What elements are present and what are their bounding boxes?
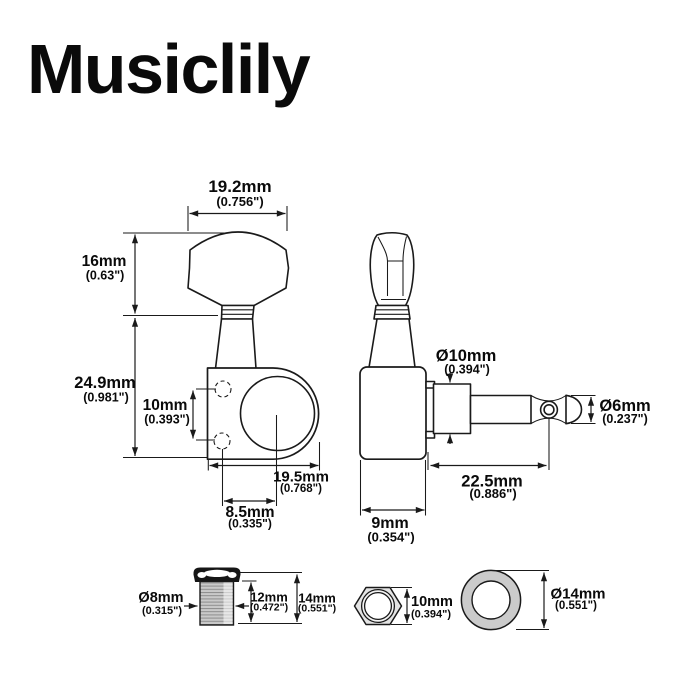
dim-body-width-mm: 19.5mm	[273, 469, 329, 486]
ferrule-head-shine-right	[227, 572, 237, 578]
dim-hole-offset-mm: 8.5mm	[225, 504, 274, 521]
post-end-cap	[565, 394, 583, 425]
ferrule-view: Ø8mm (0.315") 12mm (0.472") 14mm (0.551"…	[138, 567, 336, 626]
dim-ferrule-thread-mm: 12mm	[250, 590, 288, 605]
dim-bushing-dia-mm: Ø10mm	[436, 347, 497, 365]
extension-lines-front	[123, 206, 321, 506]
ferrule-barrel-highlight	[223, 582, 233, 624]
button-collar-front	[220, 304, 255, 320]
button-facet-lines	[377, 236, 408, 301]
dim-body-depth-mm: 9mm	[371, 515, 408, 532]
dim-ferrule-height-mm: 14mm	[298, 591, 336, 606]
hex-nut-hole	[363, 591, 393, 621]
brand-logo: Musiclily	[27, 30, 311, 108]
dim-overall-height-mm: 24.9mm	[74, 374, 135, 392]
washer-hole	[471, 580, 511, 620]
ferrule-head-shine-left	[197, 572, 207, 578]
dim-button-width-in: (0.756")	[216, 194, 263, 209]
washer-view: Ø14mm (0.551")	[460, 569, 606, 631]
screw-hole-bottom	[213, 432, 231, 450]
dim-washer-dia-in: (0.551")	[555, 600, 597, 612]
dim-screw-hole-spacing-mm: 10mm	[143, 397, 188, 414]
dim-post-length-mm: 22.5mm	[461, 473, 522, 491]
dim-button-height-mm: 16mm	[82, 253, 127, 270]
dim-bushing-dia-in: (0.394")	[444, 363, 490, 377]
front-view: 19.2mm (0.756") 16mm (0.63") 24.9mm (0.9…	[74, 177, 329, 531]
extension-lines-side	[359, 394, 596, 516]
threaded-bushing-side	[432, 383, 472, 435]
side-view: Ø10mm (0.394") Ø6mm (0.237") 22.5mm (0.8…	[359, 231, 651, 545]
dim-ferrule-dia-mm: Ø8mm	[138, 590, 183, 606]
tuner-button-front	[187, 231, 290, 307]
collar-ridges-side	[374, 309, 410, 315]
extension-lines-ferrule	[238, 571, 302, 625]
dim-screw-hole-spacing-in: (0.393")	[144, 413, 190, 427]
button-collar-side	[373, 304, 411, 320]
dim-button-height-in: (0.63")	[86, 269, 125, 283]
extension-lines-nut	[391, 586, 412, 626]
dim-nut-size-mm: 10mm	[411, 594, 453, 610]
post-spool-top-curve	[530, 395, 567, 402]
dim-ferrule-thread-in: (0.472")	[250, 602, 288, 614]
dim-hole-offset-in: (0.335")	[228, 517, 272, 531]
dim-nut-size-in: (0.394")	[411, 609, 451, 621]
dim-ferrule-height-in: (0.551")	[298, 603, 336, 615]
dim-body-depth-in: (0.354")	[367, 530, 414, 545]
string-hole-inner	[543, 404, 555, 416]
string-post-shaft	[469, 394, 532, 425]
collar-ridges-front	[221, 309, 254, 315]
button-neck-side	[368, 318, 416, 369]
mount-pin-bottom	[425, 430, 436, 439]
dim-button-width-mm: 19.2mm	[208, 177, 271, 196]
dim-post-length-in: (0.886")	[469, 486, 516, 501]
button-neck-front	[214, 318, 257, 370]
dim-washer-dia-mm: Ø14mm	[550, 586, 605, 603]
dim-post-dia-mm: Ø6mm	[599, 397, 650, 415]
tuner-button-side	[369, 231, 415, 307]
ferrule-head-shine-center	[203, 569, 231, 578]
gear-cover-circle	[239, 375, 316, 452]
hex-nut-view: 10mm (0.394")	[353, 586, 453, 626]
dim-overall-height-in: (0.981")	[83, 391, 129, 405]
gear-housing-side	[359, 366, 427, 461]
dim-body-width-in: (0.768")	[280, 483, 322, 495]
dim-post-dia-in: (0.237")	[602, 412, 648, 426]
dim-ferrule-dia-in: (0.315")	[142, 605, 182, 617]
extension-lines-washer	[492, 569, 549, 631]
